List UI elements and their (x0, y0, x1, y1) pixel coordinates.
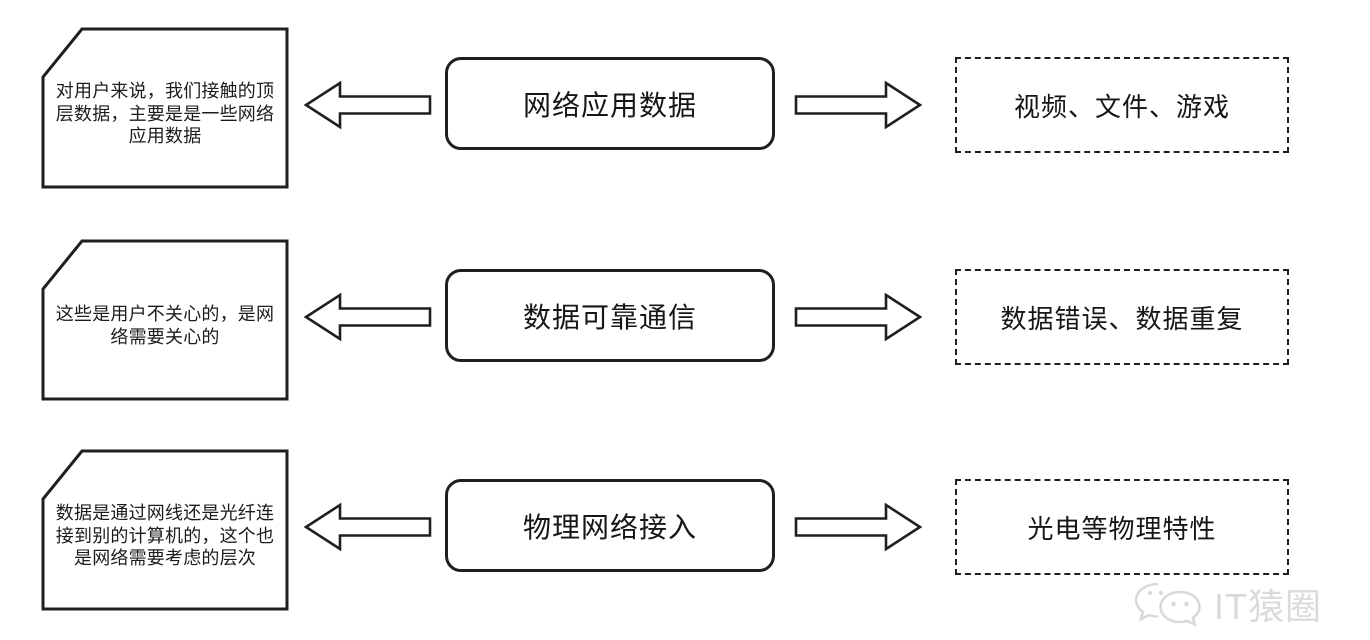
left-arrow-icon (304, 80, 432, 130)
diagram-row-transport-layer: 这些是用户不关心的，是网络需要关心的 数据可靠通信 数据错误、数据重复 (0, 239, 1370, 401)
note-box: 数据是通过网线还是光纤连接到别的计算机的，这个也是网络需要考虑的层次 (41, 449, 289, 611)
layer-box: 网络应用数据 (445, 57, 775, 150)
note-box: 对用户来说，我们接触的顶层数据，主要是是一些网络应用数据 (41, 27, 289, 189)
examples-box: 数据错误、数据重复 (955, 269, 1289, 365)
note-text: 数据是通过网线还是光纤连接到别的计算机的，这个也是网络需要考虑的层次 (55, 502, 275, 569)
note-text: 对用户来说，我们接触的顶层数据，主要是是一些网络应用数据 (55, 80, 275, 147)
diagram-row-application-layer: 对用户来说，我们接触的顶层数据，主要是是一些网络应用数据 网络应用数据 视频、文… (0, 27, 1370, 189)
diagram-row-physical-layer: 数据是通过网线还是光纤连接到别的计算机的，这个也是网络需要考虑的层次 物理网络接… (0, 449, 1370, 611)
note-shape (41, 27, 289, 189)
watermark: IT猿圈 (1128, 578, 1322, 630)
note-shape (41, 449, 289, 611)
watermark-text: IT猿圈 (1214, 586, 1322, 627)
right-arrow-icon (794, 80, 922, 130)
left-arrow-icon (304, 292, 432, 342)
layer-box: 物理网络接入 (445, 479, 775, 572)
wechat-icon (1134, 582, 1201, 627)
note-text: 这些是用户不关心的，是网络需要关心的 (55, 304, 275, 347)
right-arrow-icon (794, 292, 922, 342)
left-arrow-icon (304, 502, 432, 552)
note-shape (41, 239, 289, 401)
note-box: 这些是用户不关心的，是网络需要关心的 (41, 239, 289, 401)
examples-box: 视频、文件、游戏 (955, 57, 1289, 153)
right-arrow-icon (794, 502, 922, 552)
layer-box: 数据可靠通信 (445, 269, 775, 362)
examples-box: 光电等物理特性 (955, 479, 1289, 575)
